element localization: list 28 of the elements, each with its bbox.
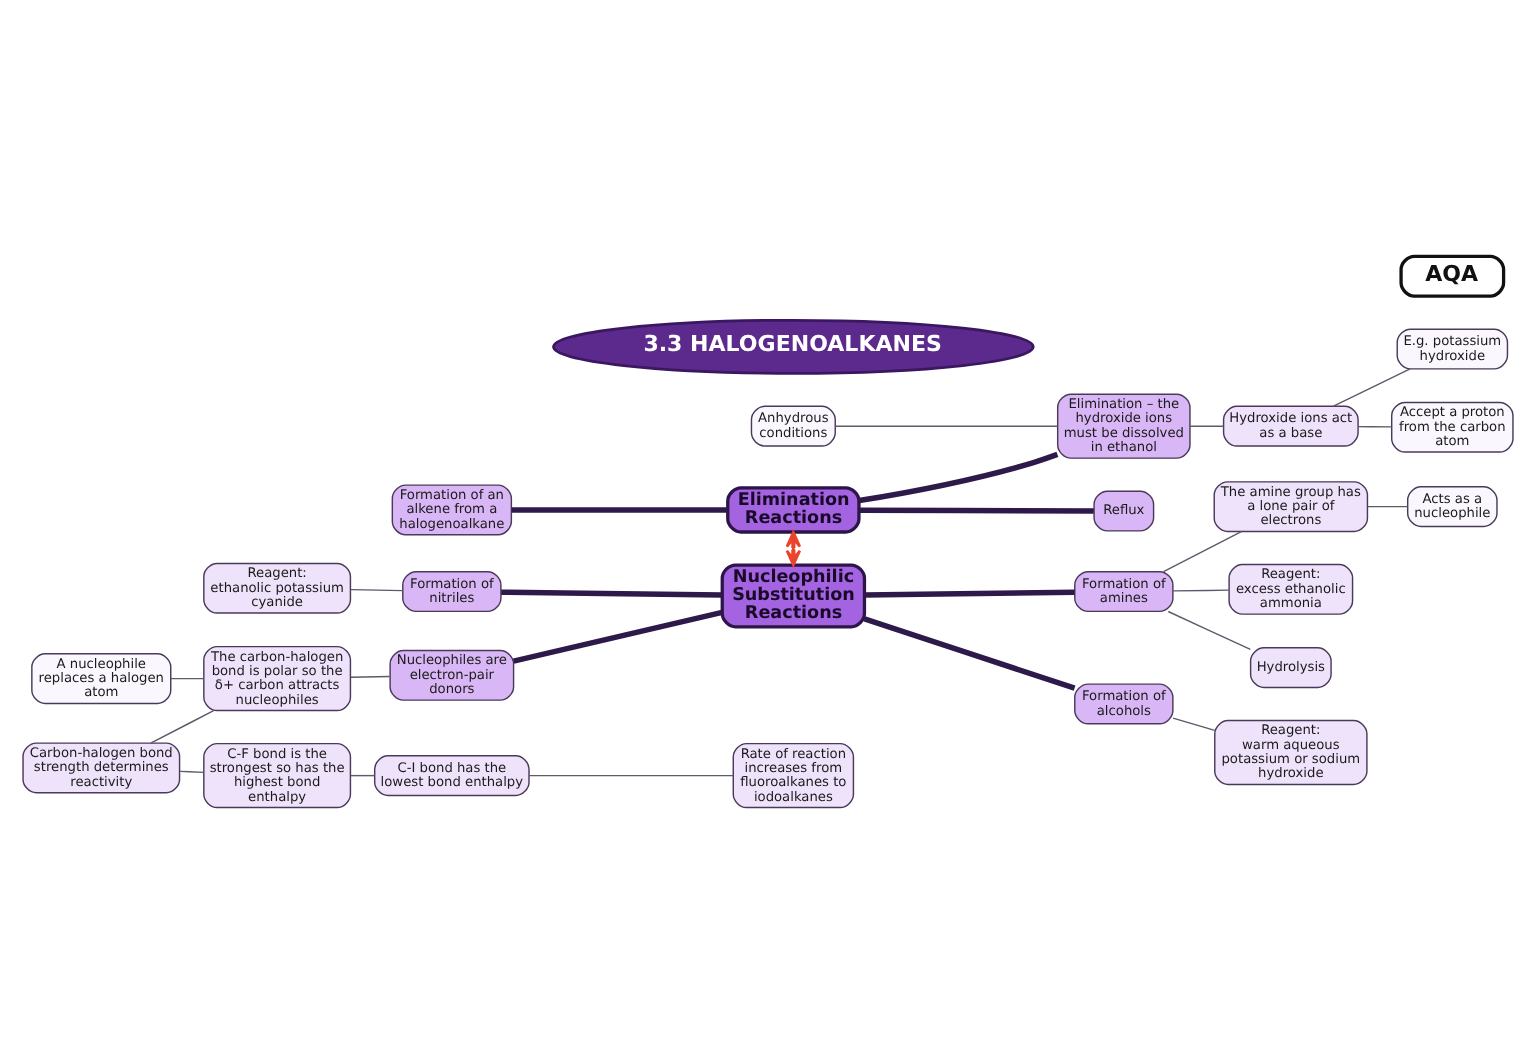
connector	[1167, 610, 1252, 651]
node-box: Elimination Reactions	[726, 486, 861, 534]
connector	[859, 507, 1094, 514]
connector	[1357, 425, 1393, 428]
connector	[1367, 505, 1409, 508]
connector	[528, 774, 734, 777]
connector	[834, 425, 1059, 427]
node-ellipse: 3.3 HALOGENOALKANES	[552, 318, 1035, 375]
connector	[179, 770, 205, 774]
connector	[150, 710, 215, 744]
node-box: AQA	[1399, 254, 1506, 298]
connector	[1172, 717, 1216, 732]
node-box: Nucleophilic Substitution Reactions	[720, 563, 867, 629]
connector	[350, 774, 376, 777]
connector	[350, 675, 391, 678]
connector	[1172, 589, 1230, 592]
connector	[863, 616, 1076, 691]
connector	[858, 451, 1059, 504]
connector	[501, 589, 723, 598]
connector	[1189, 425, 1225, 427]
connector	[1162, 530, 1242, 573]
connector	[864, 589, 1075, 598]
connector	[513, 609, 723, 664]
connector	[1332, 368, 1411, 407]
connector	[350, 588, 404, 592]
connector	[170, 677, 205, 680]
arrow	[785, 531, 802, 567]
connector	[511, 507, 728, 513]
